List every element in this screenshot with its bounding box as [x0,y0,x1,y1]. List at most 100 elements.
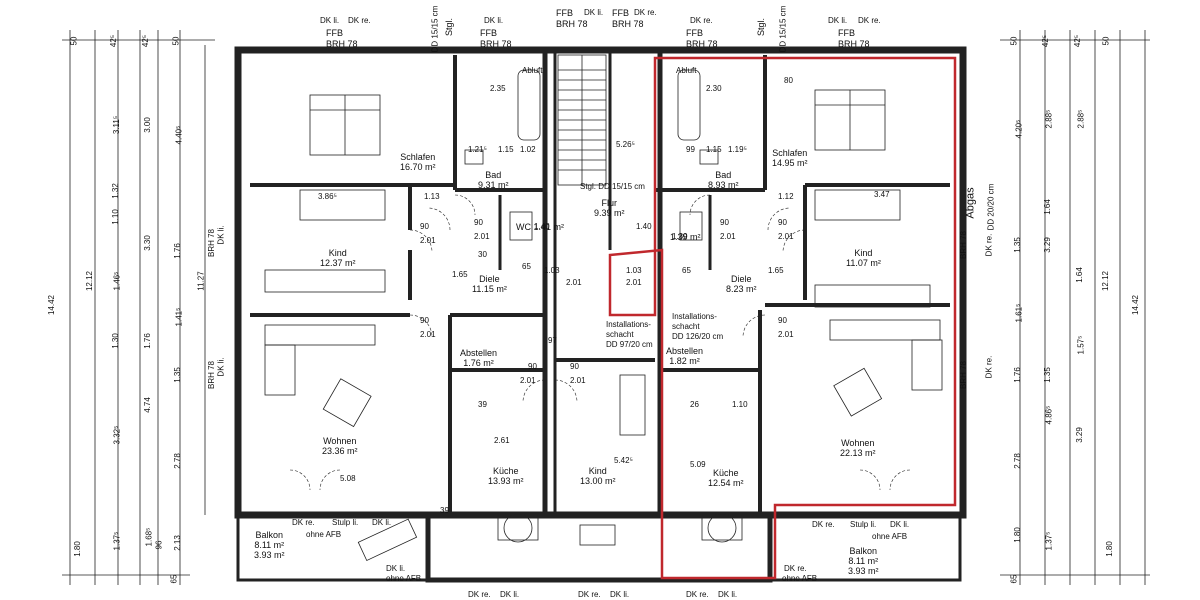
dim-right-total: 14.42 [1131,294,1141,316]
dim: 1.65 [768,266,784,275]
label-brh: BRH 78 [612,19,644,29]
dim-left: 1.46⁵ [112,271,122,291]
dim: 2.01 [626,278,642,287]
dim: 2.01 [420,330,436,339]
dim: 2.35 [490,84,506,93]
dim: 3.86⁵ [318,192,337,201]
label-dk-re: DK re. [468,590,491,599]
dim: 1.19⁵ [728,145,747,154]
label-dk-li: DK li. [890,520,910,529]
dim: 26 [690,400,699,409]
dim: 2.01 [720,232,736,241]
dim: 1.02 [520,145,536,154]
staircase [557,54,607,186]
label-dk-re: DK re. [634,8,657,17]
dim-right: 2.88⁵ [1076,109,1086,129]
label-dk-li: DK li. [828,16,848,25]
dim-right: 1.35 [1042,367,1052,383]
dim: 65 [682,266,691,275]
dim-left: 1.32 [110,183,120,199]
label-ffb: FFB [480,28,497,38]
dim-left-total: 14.42 [47,294,57,316]
dim-right: 65 [1009,574,1019,584]
label-dk-re: DK re. [348,16,371,25]
dim-right: 1.57⁵ [1076,335,1086,355]
dim: 90 [720,218,729,227]
dim: 5.42⁵ [614,456,633,465]
dim: 2.01 [474,232,490,241]
label-dk-li: DK li. [320,16,340,25]
dim-left-total: 12.12 [85,270,95,292]
dim: 5.26⁵ [616,140,635,149]
dim-left: 50 [171,36,181,46]
label-ffb: FFB [556,8,573,18]
dim: 1.13 [424,192,440,201]
label-ffb-brh: BRH 78 [207,228,217,258]
dim: 80 [784,76,793,85]
dim: 2.01 [520,376,536,385]
dim-left: 42⁵ [141,34,151,48]
dim: 39 [440,506,449,515]
door-swings [289,194,911,491]
label-dk-li: DK li. [584,8,604,17]
dim-right: 1.64 [1042,199,1052,215]
label-ohne-afb: ohne AFB [872,532,908,541]
dim: 90 [570,362,579,371]
label-dk-re: DK re. [292,518,315,527]
dim: 2.01 [778,232,794,241]
label-dk-re: DK re. [984,233,994,257]
label-dd-shaft: DD 15/15 cm [430,5,440,53]
dim-left: 1.68⁵ [144,527,154,547]
dim: 1.10 [732,400,748,409]
furniture [264,69,943,562]
label-brh: BRH 78 [556,19,588,29]
dim: 39 [478,400,487,409]
dim-left: 42⁵ [109,34,119,48]
label-dk-re: DK re. [784,564,807,573]
dim: 1.15 [706,145,722,154]
dim-left: 1.30 [110,333,120,349]
dim: 2.01 [420,236,436,245]
dim-left: 50 [69,36,79,46]
dim-left: 1.35 [172,367,182,383]
dim: 1.39 [672,232,688,241]
label-dk-re: DK re. [984,355,994,379]
label-stulp-li: Stulp li. [332,518,359,527]
label-abgas-dd: DD 20/20 cm [986,183,996,231]
dim-right: 3.29 [1042,237,1052,253]
dim: 1.12 [778,192,794,201]
dim: 1.40 [534,222,550,231]
dim: 3.47 [874,190,890,199]
label-ffb: FFB [686,28,703,38]
dim-left: 3.00 [142,117,152,133]
room-wc-left: WC 1.41 m² [516,222,565,232]
dim-right: 1.35 [1012,237,1022,253]
dim: 90 [420,316,429,325]
dim: 65 [522,262,531,271]
dim: 90 [528,362,537,371]
label-dk-li: DK li. [610,590,630,599]
dim: 2.01 [570,376,586,385]
label-dk-re: DK re. [686,590,709,599]
dim: 2.01 [566,278,582,287]
dim-left: 1.10 [110,209,120,225]
dim: 1.40 [636,222,652,231]
label-dk-li: DK li. [484,16,504,25]
dim: 1.15 [498,145,514,154]
label-dk-re: DK re. [578,590,601,599]
dim: 90 [778,218,787,227]
dim-left: 1.41⁵ [174,307,184,327]
label-stgl: Stgl. [756,17,767,37]
